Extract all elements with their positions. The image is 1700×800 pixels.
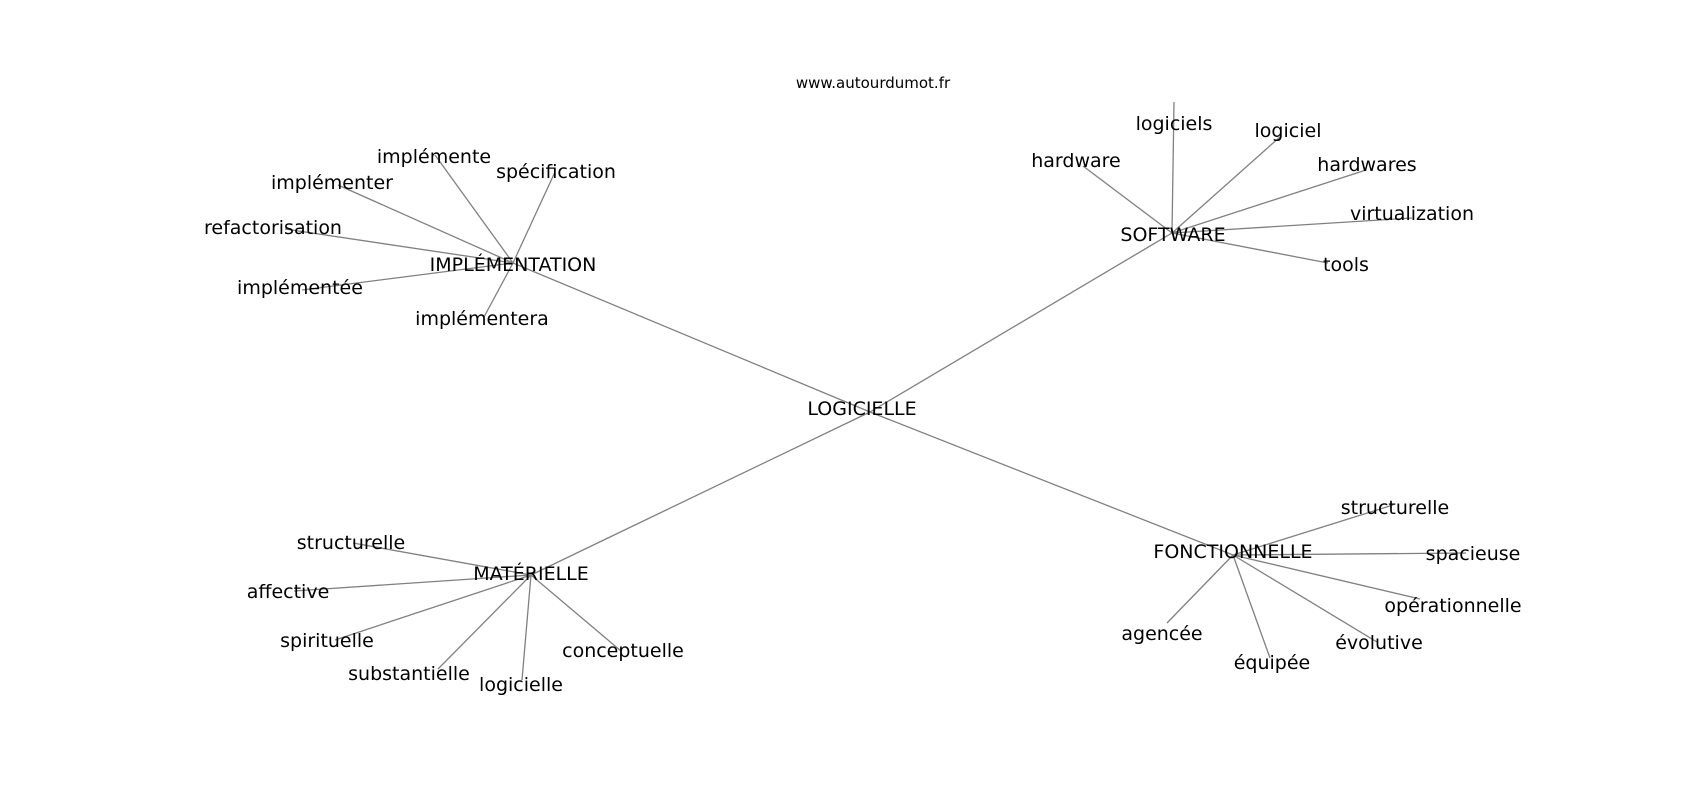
leaf-node-label[interactable]: conceptuelle (562, 640, 684, 662)
cluster-node-label[interactable]: IMPLÉMENTATION (430, 253, 597, 276)
leaf-node-label[interactable]: logiciels (1136, 113, 1213, 135)
cluster-node-label[interactable]: FONCTIONNELLE (1153, 541, 1312, 563)
edge-cluster-2-leaf-2 (334, 574, 532, 641)
edge-cluster-0-leaf-5 (483, 262, 514, 318)
leaf-node-label[interactable]: évolutive (1335, 632, 1423, 654)
leaf-node-label[interactable]: implémentée (237, 277, 363, 299)
edge-cluster-0-leaf-0 (434, 154, 514, 264)
leaf-node-label[interactable]: virtualization (1350, 203, 1474, 225)
leaf-node-label[interactable]: spirituelle (280, 630, 374, 652)
leaf-node-label[interactable]: implémenter (271, 172, 393, 194)
edge-cluster-2-leaf-0 (352, 542, 532, 576)
edge-cluster-1-leaf-5 (1171, 232, 1329, 264)
edge-cluster-1-leaf-1 (1171, 101, 1175, 234)
edge-cluster-0-leaf-1 (512, 171, 556, 264)
leaf-node-label[interactable]: refactorisation (204, 217, 342, 239)
leaf-node-label[interactable]: implémente (377, 146, 491, 168)
cluster-node-label[interactable]: MATÉRIELLE (473, 562, 589, 585)
leaf-node-label[interactable]: structurelle (1341, 497, 1449, 519)
leaf-node-label[interactable]: spécification (496, 161, 616, 183)
edge-cluster-3-leaf-4 (1232, 554, 1271, 659)
edge-cluster-0-leaf-2 (337, 184, 514, 264)
leaf-node-label[interactable]: substantielle (348, 663, 470, 685)
edge-center-to-0 (512, 262, 871, 413)
edge-cluster-2-leaf-1 (293, 574, 532, 592)
edge-cluster-1-leaf-4 (1171, 217, 1413, 234)
graph-labels: LOGICIELLE IMPLÉMENTATION implémentespécif… (204, 113, 1522, 696)
leaf-node-label[interactable]: équipée (1234, 652, 1311, 674)
edge-cluster-1-leaf-2 (1171, 135, 1282, 234)
edge-cluster-1-leaf-3 (1171, 169, 1367, 234)
edge-center-to-1 (869, 232, 1173, 413)
edge-center-to-3 (869, 411, 1234, 556)
leaf-node-label[interactable]: affective (247, 581, 330, 603)
leaf-node-label[interactable]: implémentera (415, 308, 549, 330)
leaf-node-label[interactable]: hardwares (1317, 154, 1416, 176)
edge-cluster-0-leaf-4 (301, 262, 514, 291)
leaf-node-label[interactable]: agencée (1121, 623, 1202, 645)
graph-edges (284, 101, 1467, 681)
edge-cluster-3-leaf-2 (1232, 554, 1421, 600)
source-url[interactable]: www.autourdumot.fr (796, 74, 951, 92)
leaf-node-label[interactable]: logicielle (479, 674, 563, 696)
edge-cluster-3-leaf-1 (1232, 552, 1467, 556)
cluster-node-label[interactable]: SOFTWARE (1120, 224, 1225, 246)
edge-cluster-1-leaf-0 (1082, 165, 1173, 234)
edge-cluster-2-leaf-3 (437, 574, 532, 670)
edge-cluster-2-leaf-5 (530, 574, 622, 652)
edge-cluster-3-leaf-3 (1166, 554, 1234, 624)
leaf-node-label[interactable]: tools (1323, 254, 1369, 276)
edge-cluster-0-leaf-3 (284, 228, 514, 264)
leaf-node-label[interactable]: opérationnelle (1384, 595, 1521, 617)
edge-cluster-2-leaf-4 (521, 574, 532, 681)
edge-cluster-3-leaf-0 (1232, 504, 1394, 556)
leaf-node-label[interactable]: spacieuse (1426, 543, 1521, 565)
edge-cluster-3-leaf-5 (1232, 554, 1378, 643)
leaf-node-label[interactable]: logiciel (1255, 120, 1322, 142)
edge-center-to-2 (530, 411, 871, 576)
leaf-node-label[interactable]: hardware (1031, 150, 1121, 172)
leaf-node-label[interactable]: structurelle (297, 532, 405, 554)
center-node-label[interactable]: LOGICIELLE (807, 398, 916, 420)
